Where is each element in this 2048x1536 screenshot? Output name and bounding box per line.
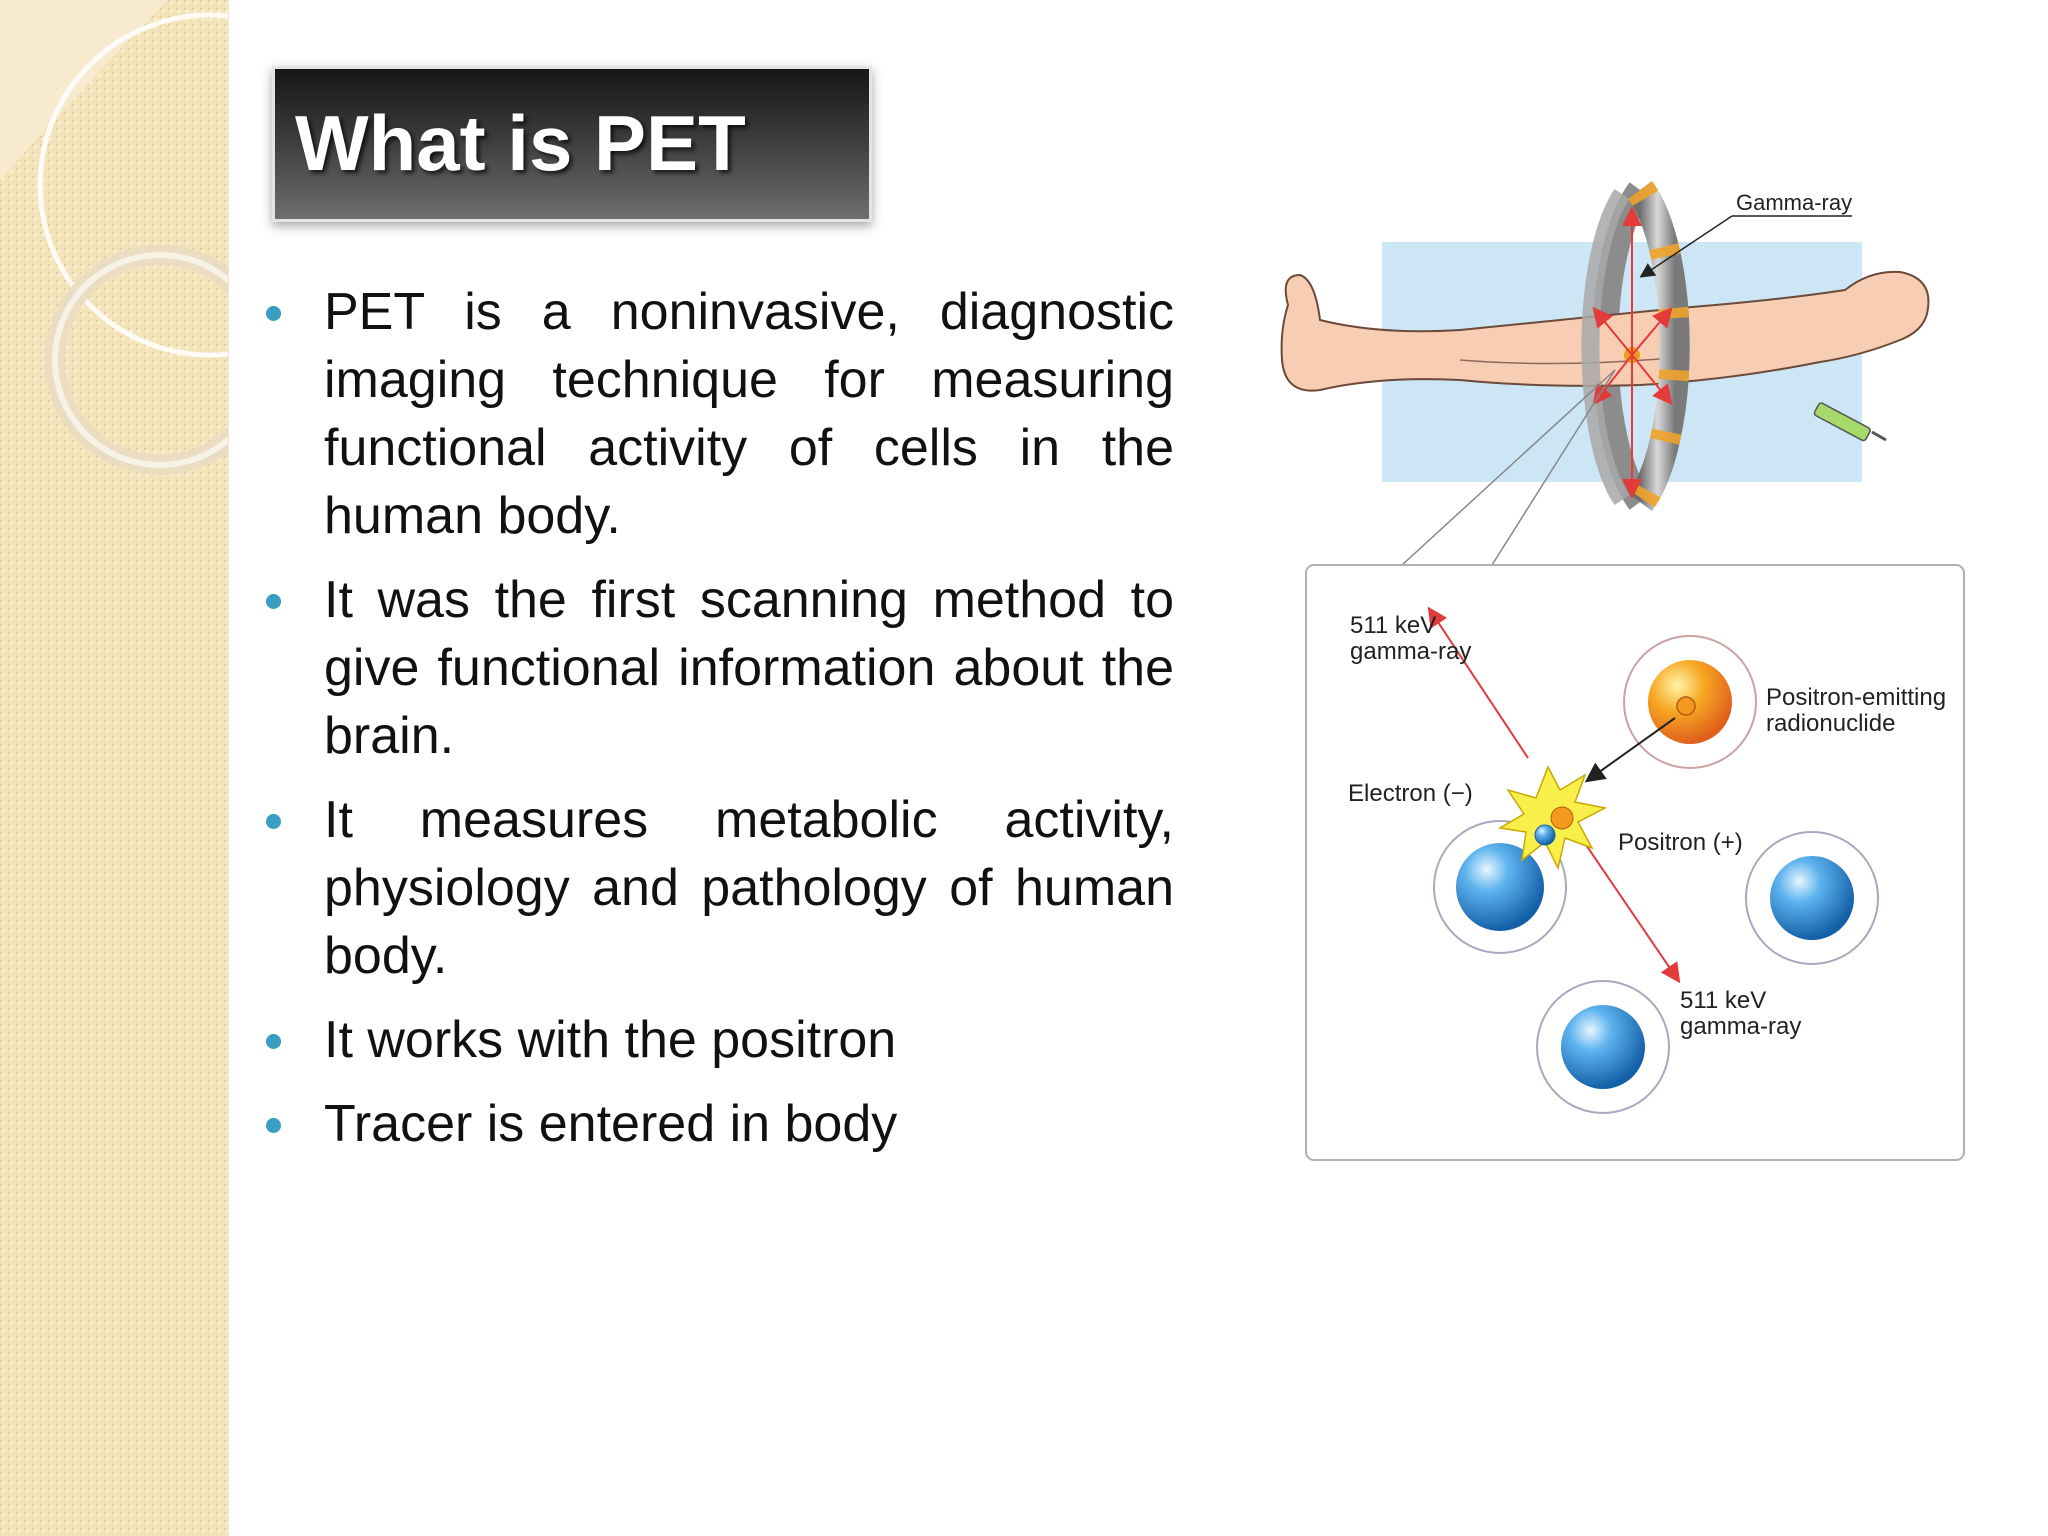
bullet-item: PET is a noninvasive, diagnostic imaging… <box>262 278 1174 550</box>
pet-diagram: Gamma-ray 511 keV gamma-ray Positron-emi… <box>1280 181 1965 1161</box>
slide-title-box: What is PET <box>272 66 872 222</box>
gamma-ray-label-bottom: gamma-ray <box>1680 1013 1801 1040</box>
positron-label: Positron (+) <box>1618 829 1743 856</box>
electron-label: Electron (−) <box>1348 780 1473 807</box>
kev-label-bottom: 511 keV <box>1680 987 1766 1014</box>
syringe-icon <box>1813 402 1887 442</box>
radionuclide-label-2: radionuclide <box>1766 710 1895 737</box>
slide-title: What is PET <box>295 99 746 187</box>
bullet-list: PET is a noninvasive, diagnostic imaging… <box>262 278 1174 1174</box>
gamma-ray-label-top: gamma-ray <box>1350 638 1471 665</box>
zoom-panel <box>1305 564 1965 1161</box>
bullet-item: It was the first scanning method to give… <box>262 566 1174 770</box>
decorative-rings <box>0 0 228 475</box>
decorative-side-band <box>0 0 229 1536</box>
bullet-item: It works with the positron <box>262 1006 1174 1074</box>
bullet-item: It measures metabolic activity, physiolo… <box>262 786 1174 990</box>
gamma-ray-arrow-up <box>1427 606 1529 759</box>
atom-left <box>1456 843 1544 931</box>
radionuclide-label-1: Positron-emitting <box>1766 684 1946 711</box>
kev-label-top: 511 keV <box>1350 612 1436 639</box>
gamma-ray-label: Gamma-ray <box>1736 190 1852 215</box>
bullet-item: Tracer is entered in body <box>262 1090 1174 1158</box>
scanner-ring <box>1627 181 1690 511</box>
atom-bottom <box>1561 1005 1645 1089</box>
patient-body <box>1280 270 1930 392</box>
atom-right <box>1770 856 1854 940</box>
